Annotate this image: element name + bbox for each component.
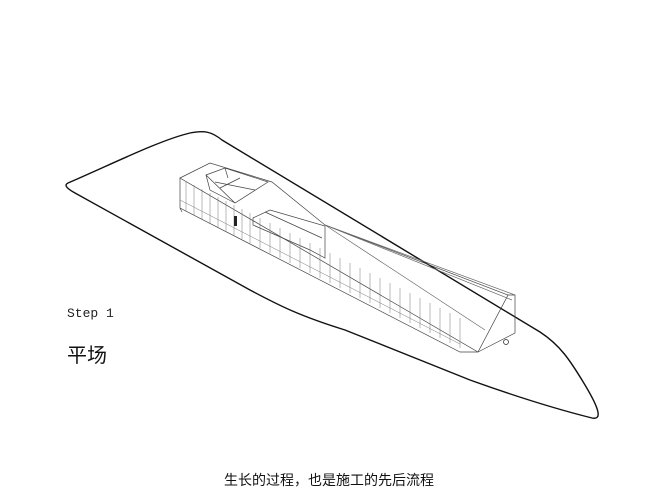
caption: 生长的过程，也是施工的先后流程: [224, 473, 434, 489]
step-title: 平场: [67, 343, 107, 367]
step-label: Step 1: [67, 306, 114, 321]
site-boundary-outline: [65, 131, 599, 419]
building-massing: [179, 162, 516, 353]
